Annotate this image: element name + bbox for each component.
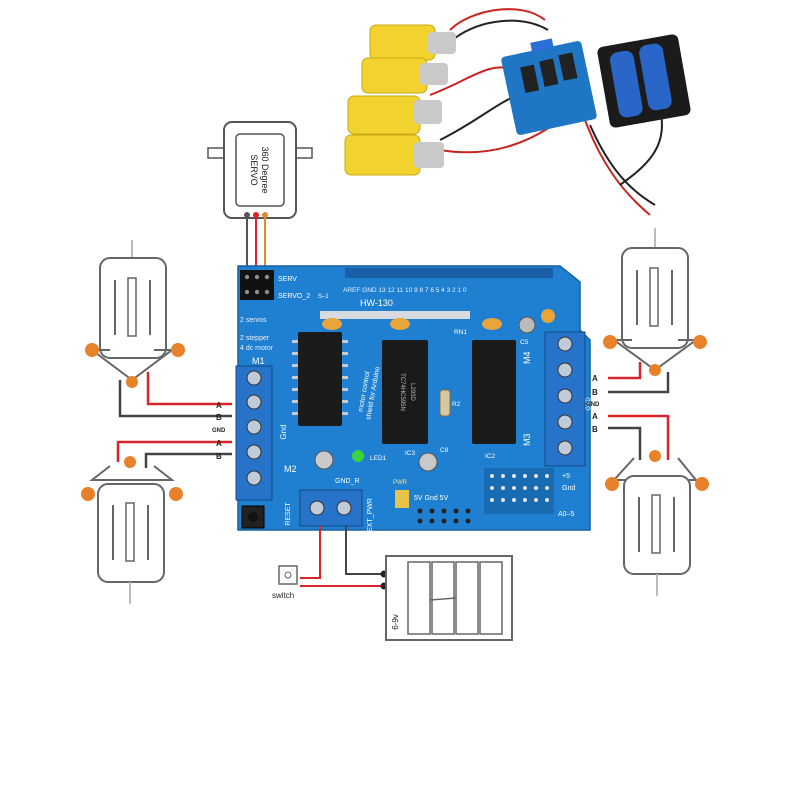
label-b-left-2: B: [216, 452, 222, 461]
ic-code-2: L293D: [409, 383, 415, 401]
ext-power-terminal: [299, 489, 363, 527]
a0-a5-label: A0–5: [558, 511, 574, 518]
dc-motor-top-left: [85, 240, 185, 388]
m1-label: M1: [252, 356, 265, 366]
m2-label: M2: [284, 464, 297, 474]
ic-chip: [292, 332, 348, 426]
battery-voltage-label: 6-9v: [391, 614, 400, 630]
gnd-r-label: GND_R: [335, 478, 360, 485]
led1-label: LED1: [370, 455, 387, 462]
power-switch: [278, 565, 298, 585]
gnd-left-label: Gnd: [279, 424, 288, 439]
battery-pack: [385, 555, 513, 641]
ic-code-1: TC74HC595N: [399, 373, 405, 411]
product-photo: [344, 8, 691, 216]
ic2-label: IC2: [485, 453, 496, 460]
servo-label-1: 360 Degree: [260, 146, 270, 193]
reset-label: RESET: [285, 502, 292, 526]
label-a-right-2: A: [592, 412, 598, 421]
ic-chip: [472, 340, 516, 444]
yellow-motor: [347, 95, 442, 135]
label-gnd-right: GND: [586, 402, 600, 408]
servo-label-2: SERVO: [249, 154, 259, 185]
label-a-right-1: A: [592, 374, 598, 383]
desc-stepper: 2 stepper: [240, 335, 270, 342]
servo-label-b: SERVO_2: [278, 293, 310, 300]
yellow-motor: [361, 57, 448, 94]
switch-label: switch: [272, 591, 294, 600]
dc-motor-bottom-right: [605, 450, 709, 596]
header-top-label: AREF GND 13 12 11 10 9 8 7 6 5 4 3 2 1 0: [343, 287, 467, 294]
m3-label: M3: [522, 433, 532, 446]
ic-chip: TC74HC595N L293D: [382, 340, 428, 444]
desc-servos: 2 servos: [240, 317, 267, 324]
top-header: [345, 268, 553, 278]
photo-board: [501, 38, 597, 135]
ic3-label: IC3: [405, 450, 416, 457]
volt-row-label: 5V Gnd 5V: [414, 495, 449, 502]
pwr-label: PWR: [393, 480, 408, 486]
servo-motor: 360 Degree SERVO: [207, 121, 313, 268]
servo-header-mark: S–1: [318, 294, 329, 300]
gnd-small-label: Gnd: [562, 485, 575, 492]
m4-label: M4: [522, 351, 532, 364]
dc-motor-top-right: [603, 228, 707, 376]
terminal-block-left: [235, 365, 273, 501]
motor-shield-board: AREF GND 13 12 11 10 9 8 7 6 5 4 3 2 1 0…: [235, 265, 592, 532]
label-b-left-1: B: [216, 413, 222, 422]
label-a-left-1: A: [216, 401, 222, 410]
label-a-left-2: A: [216, 439, 222, 448]
c8-label: C8: [440, 447, 449, 454]
label-gnd-left: GND: [212, 428, 226, 434]
board-model: HW-130: [360, 298, 393, 308]
ext-pwr-label: EXT_PWR: [367, 498, 374, 532]
gnd-right-board-label: GND: [586, 397, 592, 411]
terminal-block-right: [544, 331, 586, 467]
c5-label: C5: [520, 339, 529, 346]
plus5-label: +5: [562, 473, 570, 480]
desc-dc: 4 dc motor: [240, 345, 274, 352]
label-b-right-1: B: [592, 388, 598, 397]
rn1-label: RN1: [454, 329, 467, 336]
label-b-right-2: B: [592, 425, 598, 434]
r2-label: R2: [452, 401, 461, 408]
battery-holder-photo: [597, 34, 691, 128]
yellow-motor: [369, 24, 456, 61]
dc-motor-bottom-left: [81, 456, 183, 604]
servo-label-a: SERV: [278, 276, 297, 283]
yellow-motor: [344, 134, 444, 176]
